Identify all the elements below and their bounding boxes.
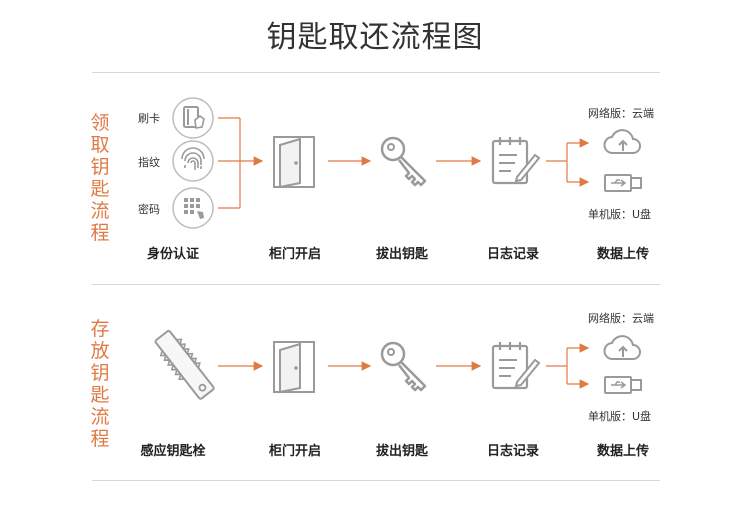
step-label: 数据上传 bbox=[596, 247, 649, 262]
keypad-icon bbox=[172, 187, 214, 229]
auth-label-fingerprint: 指纹 bbox=[138, 156, 160, 169]
upload-network-label: 网络版：云端 bbox=[588, 312, 654, 325]
log-notepad-icon bbox=[491, 137, 541, 185]
usb-drive-icon bbox=[604, 376, 642, 394]
key-tag-icon bbox=[154, 329, 215, 400]
step-label: 日志记录 bbox=[486, 444, 539, 459]
bottom-divider bbox=[92, 480, 660, 481]
usb-drive-icon bbox=[604, 174, 642, 192]
step-label: 拔出钥匙 bbox=[375, 444, 428, 459]
upload-network-label: 网络版：云端 bbox=[588, 107, 654, 120]
top-divider bbox=[92, 72, 660, 73]
pickup-flow-title: 领取钥匙流程 bbox=[90, 112, 110, 244]
cloud-upload-icon bbox=[603, 129, 641, 154]
fingerprint-icon bbox=[172, 140, 214, 182]
card-swipe-icon bbox=[172, 97, 214, 139]
step-label: 拔出钥匙 bbox=[375, 247, 428, 262]
log-notepad-icon bbox=[491, 342, 541, 390]
cloud-upload-icon bbox=[603, 335, 641, 360]
cabinet-door-icon bbox=[273, 136, 315, 189]
step-label: 感应钥匙栓 bbox=[140, 444, 206, 459]
step-label: 数据上传 bbox=[596, 444, 649, 459]
upload-standalone-label: 单机版：U盘 bbox=[588, 208, 652, 221]
middle-divider bbox=[92, 284, 660, 285]
step-label: 日志记录 bbox=[486, 247, 539, 262]
key-icon bbox=[380, 341, 427, 392]
auth-label-card: 刷卡 bbox=[138, 112, 160, 125]
step-label: 柜门开启 bbox=[268, 444, 321, 459]
cabinet-door-icon bbox=[273, 341, 315, 394]
return-flow-title: 存放钥匙流程 bbox=[90, 318, 110, 450]
step-label: 身份认证 bbox=[146, 247, 199, 262]
page-title: 钥匙取还流程图 bbox=[266, 20, 484, 55]
auth-label-password: 密码 bbox=[138, 203, 160, 216]
key-icon bbox=[380, 136, 427, 187]
step-label: 柜门开启 bbox=[268, 247, 321, 262]
upload-standalone-label: 单机版：U盘 bbox=[588, 410, 652, 423]
